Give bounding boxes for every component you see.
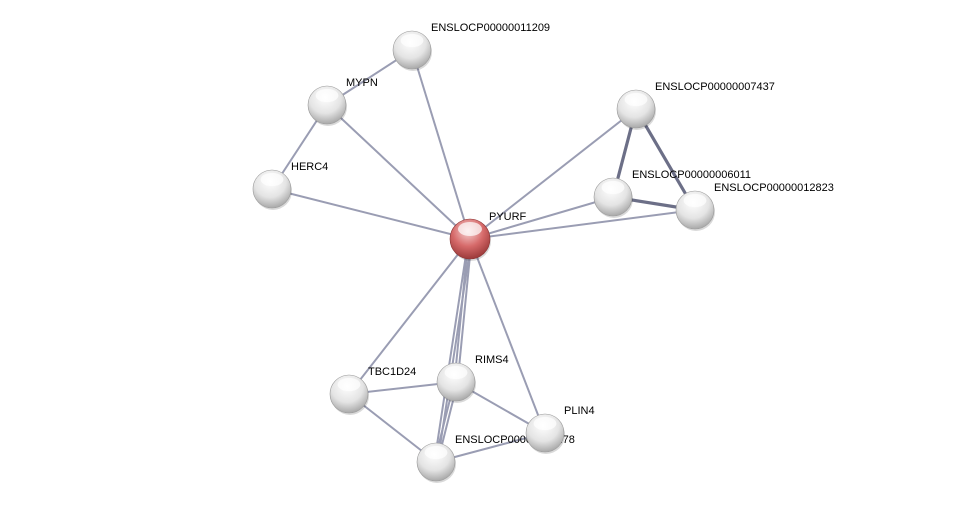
node-PYURF[interactable] bbox=[449, 218, 491, 261]
node-N11209[interactable] bbox=[392, 30, 432, 71]
node-label: ENSLOCP00000012823 bbox=[714, 182, 834, 194]
node-label: HERC4 bbox=[291, 161, 328, 173]
node-label: ENSLOCP00000011209 bbox=[431, 22, 550, 34]
edge-PYURF-N12823[interactable] bbox=[469, 209, 696, 240]
edge-PYURF-N278[interactable] bbox=[433, 238, 470, 462]
node-N278[interactable] bbox=[416, 442, 456, 483]
edge-PYURF-N7437[interactable] bbox=[469, 108, 637, 240]
node-label: PYURF bbox=[489, 211, 527, 223]
edge-PYURF-N11209[interactable] bbox=[411, 49, 471, 240]
node-RIMS4[interactable] bbox=[436, 362, 476, 403]
node-label: TBC1D24 bbox=[368, 366, 416, 378]
node-N6011[interactable] bbox=[593, 177, 633, 218]
edge-PYURF-RIMS4[interactable] bbox=[456, 239, 473, 383]
node-label: PLIN4 bbox=[564, 405, 595, 417]
edge-PYURF-PLIN4[interactable] bbox=[469, 238, 546, 434]
node-MYPN[interactable] bbox=[307, 85, 347, 126]
edge-N7437-N12823[interactable] bbox=[634, 108, 697, 211]
edge-PYURF-MYPN[interactable] bbox=[326, 104, 471, 240]
node-TBC1D24[interactable] bbox=[329, 374, 369, 415]
node-N7437[interactable] bbox=[616, 89, 656, 130]
edge-PYURF-HERC4[interactable] bbox=[271, 188, 471, 240]
node-PLIN4[interactable] bbox=[525, 413, 565, 454]
node-label: RIMS4 bbox=[475, 354, 509, 366]
node-HERC4[interactable] bbox=[252, 169, 292, 210]
edge-PYURF-TBC1D24[interactable] bbox=[348, 238, 471, 395]
edge-PYURF-N6011[interactable] bbox=[469, 196, 614, 240]
node-label: MYPN bbox=[346, 77, 378, 89]
node-N12823[interactable] bbox=[675, 190, 715, 231]
node-label: ENSLOCP00000006011 bbox=[632, 169, 751, 181]
node-label: ENSLOCP00000007437 bbox=[655, 81, 775, 93]
